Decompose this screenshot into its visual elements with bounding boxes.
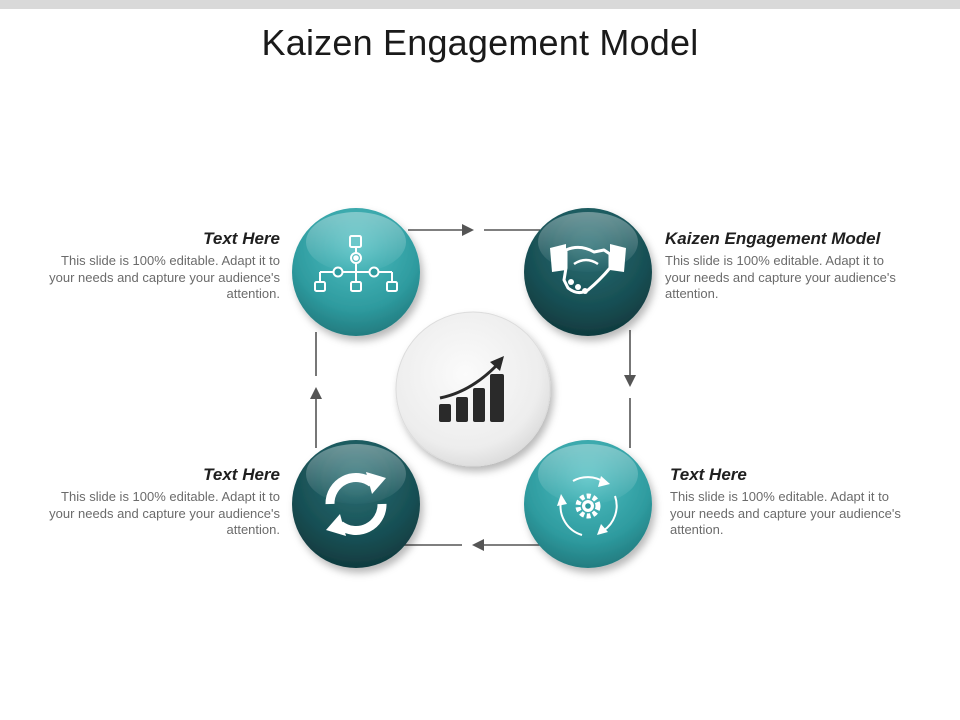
top-bar [0, 0, 960, 9]
refresh-arrow-bottom [326, 514, 346, 536]
heading-top-right: Kaizen Engagement Model [665, 229, 881, 248]
page-title: Kaizen Engagement Model [261, 22, 699, 63]
refresh-icon [325, 473, 387, 535]
node-bottom-right [524, 440, 652, 568]
body-bottom-left: This slide is 100% editable. Adapt it to… [49, 489, 280, 537]
text-block-bottom-left: Text Here This slide is 100% editable. A… [44, 465, 280, 539]
arrow-up [310, 387, 322, 399]
arrow-left [472, 539, 484, 551]
center-node [395, 311, 551, 467]
heading-top-left: Text Here [203, 229, 280, 248]
flowchart-icon [314, 235, 398, 292]
gear-cycle-icon [557, 476, 618, 536]
node-top-right [524, 208, 652, 336]
heading-bottom-left: Text Here [203, 465, 280, 484]
body-bottom-right: This slide is 100% editable. Adapt it to… [670, 489, 901, 537]
growth-chart-icon [439, 356, 504, 422]
handshake-icon [550, 244, 626, 295]
body-top-right: This slide is 100% editable. Adapt it to… [665, 253, 896, 301]
refresh-arrow-top [366, 472, 386, 494]
text-block-bottom-right: Text Here This slide is 100% editable. A… [670, 465, 906, 539]
arrow-down [624, 375, 636, 387]
text-block-top-left: Text Here This slide is 100% editable. A… [44, 229, 280, 303]
heading-bottom-right: Text Here [670, 465, 747, 484]
body-top-left: This slide is 100% editable. Adapt it to… [49, 253, 280, 301]
connectors [310, 224, 636, 551]
node-top-left [292, 208, 420, 336]
node-bottom-left [292, 440, 420, 568]
arrow-right [462, 224, 474, 236]
text-block-top-right: Kaizen Engagement Model This slide is 10… [665, 229, 901, 303]
